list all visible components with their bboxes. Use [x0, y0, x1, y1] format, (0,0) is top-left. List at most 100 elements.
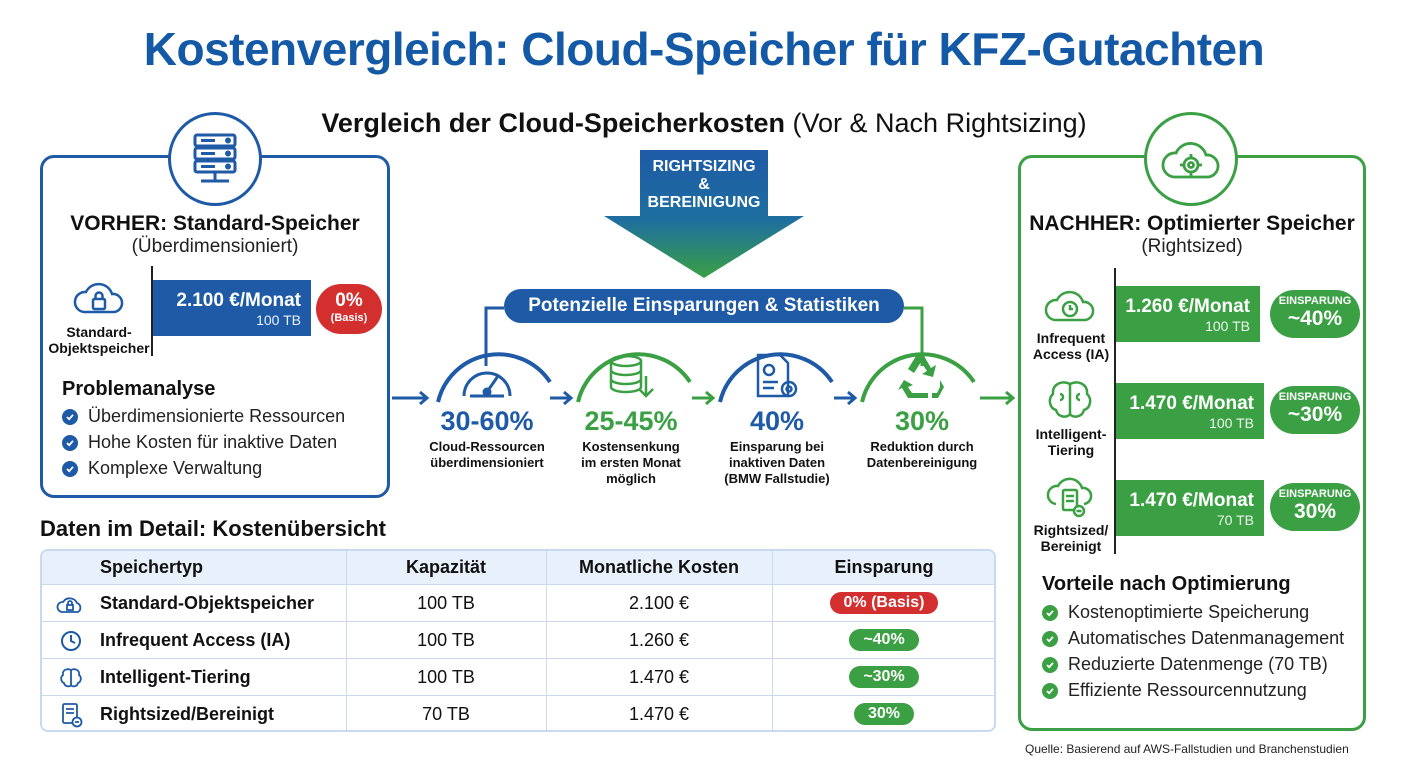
- before-cost: 2.100 €/Monat: [176, 290, 301, 311]
- saving-value: ~30%: [1287, 403, 1343, 426]
- benefit-item: Kostenoptimierte Speicherung: [1042, 602, 1309, 623]
- table-header: Monatliche Kosten: [578, 557, 739, 577]
- server-icon: [193, 133, 237, 183]
- after-cost-bar: 1.260 €/Monat 100 TB: [1116, 286, 1260, 342]
- cloud-lock-icon: [56, 597, 82, 613]
- page-title: Kostenvergleich: Cloud-Speicher für KFZ-…: [143, 23, 1265, 75]
- after-saving-badge: EINSPARUNG ~30%: [1270, 386, 1360, 434]
- clock-icon: [61, 631, 81, 651]
- check-icon: [1042, 604, 1058, 621]
- brain-icon: [60, 668, 82, 688]
- brain-icon: [1048, 381, 1092, 418]
- cloud-document-icon: [1046, 477, 1093, 518]
- stat-value: 25-45%: [584, 406, 678, 436]
- rightsizing-line2: &: [698, 176, 710, 193]
- rightsizing-line1: RIGHTSIZING: [652, 158, 756, 175]
- table-cell-saving: 30%: [772, 696, 994, 730]
- table-column-divider: [346, 551, 347, 730]
- after-capacity: 100 TB: [1205, 318, 1250, 334]
- before-badge: 0% (Basis): [316, 284, 382, 334]
- check-icon: [1042, 682, 1058, 699]
- table-header: Einsparung: [834, 557, 934, 577]
- table-cell-saving: ~40%: [772, 622, 994, 658]
- table-cell-type: Intelligent-Tiering: [100, 666, 251, 687]
- problem-analysis-title: Problemanalyse: [62, 378, 216, 400]
- subtitle-bold: Vergleich der Cloud-Speicherkosten: [321, 108, 785, 138]
- subtitle-normal: (Vor & Nach Rightsizing): [792, 108, 1087, 138]
- speedometer-icon: [462, 371, 512, 398]
- table-cell-capacity: 100 TB: [417, 629, 475, 650]
- table-cell-cost: 1.470 €: [628, 666, 690, 687]
- page-subtitle: Vergleich der Cloud-Speicherkosten (Vor …: [0, 108, 1408, 139]
- table-header: Speichertyp: [100, 557, 204, 577]
- table-header-row: Speichertyp Kapazität Monatliche Kosten …: [42, 551, 994, 584]
- saving-value: ~40%: [1287, 307, 1343, 330]
- check-icon: [62, 434, 78, 451]
- after-saving-badge: EINSPARUNG ~40%: [1270, 290, 1360, 338]
- recycle-icon: [898, 356, 944, 398]
- cloud-lock-icon: [73, 282, 124, 314]
- after-heading: NACHHER: Optimierter Speicher: [1029, 212, 1355, 235]
- table-cell-cost: 1.470 €: [628, 703, 690, 724]
- before-heading: VORHER: Standard-Speicher: [70, 212, 360, 235]
- source-note: Quelle: Basierend auf AWS-Fallstudien un…: [1025, 742, 1349, 756]
- problem-item-label: Überdimensionierte Ressourcen: [88, 406, 346, 426]
- document-gear-icon: [756, 353, 798, 398]
- check-icon: [1042, 656, 1058, 673]
- table-row: Rightsized/Bereinigt 70 TB 1.470 € 30%: [42, 695, 994, 730]
- table-title: Daten im Detail: Kostenübersicht: [40, 516, 386, 541]
- cost-table: Speichertyp Kapazität Monatliche Kosten …: [40, 549, 996, 732]
- benefit-item: Automatisches Datenmanagement: [1042, 628, 1344, 649]
- after-row-label: Intelligent-Tiering: [1035, 426, 1107, 458]
- saving-pill: ~30%: [849, 666, 919, 688]
- table-row: Standard-Objektspeicher 100 TB 2.100 € 0…: [42, 584, 994, 621]
- table-cell-saving: ~30%: [772, 659, 994, 695]
- saving-value: 30%: [1293, 500, 1337, 523]
- cloud-gear-icon: [1161, 142, 1220, 179]
- table-cell-type: Standard-Objektspeicher: [100, 592, 315, 613]
- table-header: Kapazität: [405, 557, 486, 577]
- table-cell-type: Rightsized/Bereinigt: [100, 703, 275, 724]
- saving-label: EINSPARUNG: [1278, 488, 1352, 500]
- table-row: Infrequent Access (IA) 100 TB 1.260 € ~4…: [42, 621, 994, 658]
- after-cost-bar: 1.470 €/Monat 100 TB: [1116, 383, 1264, 439]
- table-cell-cost: 2.100 €: [628, 592, 690, 613]
- before-capacity: 100 TB: [256, 312, 301, 328]
- saving-pill: 30%: [853, 703, 915, 725]
- table-column-divider: [772, 551, 773, 730]
- stats-banner: Potenzielle Einsparungen & Statistiken: [504, 289, 904, 323]
- table-cell-type: Infrequent Access (IA): [100, 629, 291, 650]
- before-circle: [168, 112, 262, 206]
- benefit-item-label: Automatisches Datenmanagement: [1068, 628, 1345, 648]
- rightsizing-line3: BEREINIGUNG: [647, 194, 761, 211]
- after-cost-bar: 1.470 €/Monat 70 TB: [1116, 480, 1264, 536]
- benefit-item-label: Reduzierte Datenmenge (70 TB): [1068, 654, 1328, 674]
- after-capacity: 70 TB: [1216, 512, 1254, 528]
- saving-pill: 0% (Basis): [829, 592, 939, 614]
- problem-item-label: Komplexe Verwaltung: [88, 458, 263, 478]
- rightsizing-label: RIGHTSIZING & BEREINIGUNG: [606, 158, 802, 212]
- cloud-clock-icon: [1044, 290, 1095, 322]
- before-badge-value: 0%: [335, 290, 363, 311]
- table-cell-cost: 1.260 €: [628, 629, 690, 650]
- problem-item: Komplexe Verwaltung: [62, 458, 262, 479]
- stat-value: 30%: [894, 406, 950, 436]
- before-axis-line: [151, 266, 153, 356]
- table-cell-capacity: 100 TB: [417, 666, 475, 687]
- problem-item: Hohe Kosten für inaktive Daten: [62, 432, 337, 453]
- before-cost-bar: 2.100 €/Monat 100 TB: [153, 280, 311, 336]
- after-circle: [1144, 112, 1238, 206]
- benefit-item-label: Effiziente Ressourcennutzung: [1068, 680, 1307, 700]
- document-icon: [62, 703, 83, 728]
- after-saving-badge: EINSPARUNG 30%: [1270, 483, 1360, 531]
- after-capacity: 100 TB: [1209, 415, 1254, 431]
- table-cell-capacity: 100 TB: [417, 592, 475, 613]
- stat-value: 40%: [749, 406, 805, 436]
- after-cost: 1.470 €/Monat: [1129, 490, 1254, 511]
- before-storage-label: Standard-Objektspeicher: [48, 324, 150, 356]
